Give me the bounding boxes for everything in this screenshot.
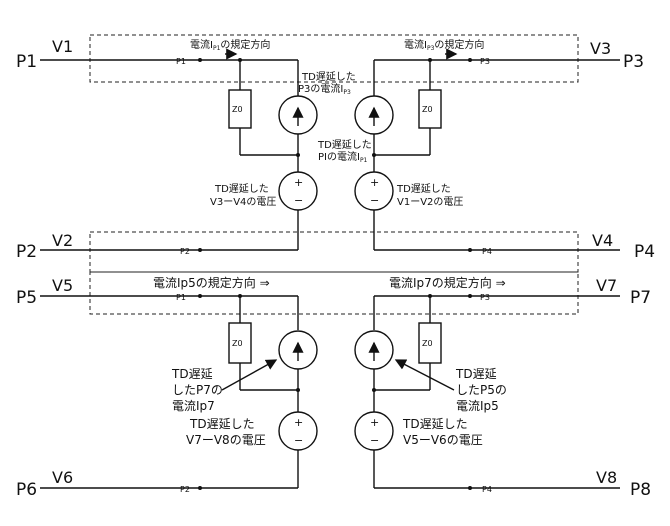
pointer-arrow-icon: [221, 359, 278, 391]
port-label-p4: P4: [634, 242, 655, 262]
current-source-note-right-line1: TD遅延: [455, 367, 497, 381]
small-label-p4: P4: [482, 485, 492, 494]
plus-symbol: +: [370, 416, 379, 429]
direction-label-ip7: 電流Ip7の規定方向 ⇒: [389, 275, 506, 290]
node-label-v1: V1: [52, 37, 73, 56]
plus-symbol: +: [370, 176, 379, 189]
port-label-p6: P6: [16, 480, 37, 500]
current-source-note-left-line2: P3の電流IP3: [298, 82, 351, 96]
node-label-v7: V7: [596, 276, 617, 295]
direction-label-ip3: 電流IP3の規定方向: [404, 38, 484, 52]
voltage-source-note-right-line2: V5ーV6の電圧: [403, 433, 483, 447]
top-dashed-box-lower: [89, 231, 579, 273]
voltage-source-note-right-line1: TD遅延した: [402, 417, 468, 431]
small-label-p1: P1: [176, 57, 186, 66]
z0-label: Z0: [232, 105, 243, 114]
small-label-p3: P3: [480, 293, 490, 302]
port-label-p2: P2: [16, 242, 37, 262]
current-source-note-right-line2: PIの電流IP1: [318, 150, 368, 164]
current-source-note-right-line1: TD遅延した: [317, 139, 372, 151]
node-label-v5: V5: [52, 276, 73, 295]
bottom-circuit: P5 V5 P7 V7 P6 V6 P8 V8 P1 P3 P2 P4 Z0 Z…: [16, 271, 651, 500]
current-source-note-right-line2: したP5の: [456, 383, 507, 397]
top-dashed-box-upper: [89, 34, 579, 83]
direction-label-ip1: 電流IP1の規定方向: [190, 38, 270, 52]
voltage-source-note-right-line2: V1ーV2の電圧: [397, 196, 463, 208]
voltage-source-note-left-line1: TD遅延した: [214, 183, 269, 195]
node-label-v3: V3: [590, 39, 611, 58]
minus-symbol: −: [294, 194, 303, 207]
minus-symbol: −: [370, 194, 379, 207]
small-label-p2: P2: [180, 485, 190, 494]
voltage-source-note-right-line1: TD遅延した: [396, 183, 451, 195]
pointer-arrow-icon: [394, 359, 455, 391]
port-label-p7: P7: [630, 288, 651, 308]
port-label-p8: P8: [630, 480, 651, 500]
node-label-v6: V6: [52, 468, 73, 487]
small-label-p3: P3: [480, 57, 490, 66]
node-label-v8: V8: [596, 468, 617, 487]
current-source-note-right-line3: 電流Ip5: [456, 399, 499, 413]
minus-symbol: −: [294, 434, 303, 447]
z0-label: Z0: [232, 339, 243, 348]
current-source-note-left-line1: TD遅延した: [301, 71, 356, 83]
minus-symbol: −: [370, 434, 379, 447]
node-label-v2: V2: [52, 231, 73, 250]
bottom-dashed-box: [89, 271, 579, 315]
plus-symbol: +: [294, 176, 303, 189]
top-circuit: P1 V1 P3 V3 P2 V2 P4 V4 P1 P3 P2 P4 Z0 Z…: [16, 34, 655, 273]
voltage-source-note-left-line2: V3ーV4の電圧: [210, 196, 276, 208]
port-label-p1: P1: [16, 52, 37, 72]
voltage-source-note-left-line1: TD遅延した: [189, 417, 255, 431]
z0-label: Z0: [422, 339, 433, 348]
port-label-p5: P5: [16, 288, 37, 308]
small-label-p1: P1: [176, 293, 186, 302]
plus-symbol: +: [294, 416, 303, 429]
small-label-p2: P2: [180, 247, 190, 256]
z0-label: Z0: [422, 105, 433, 114]
current-source-note-left-line3: 電流Ip7: [172, 399, 215, 413]
current-source-note-left-line2: したP7の: [172, 383, 223, 397]
small-label-p4: P4: [482, 247, 492, 256]
node-label-v4: V4: [592, 231, 613, 250]
direction-label-ip5: 電流Ip5の規定方向 ⇒: [153, 275, 270, 290]
port-label-p3: P3: [623, 52, 644, 72]
current-source-note-left-line1: TD遅延: [171, 367, 213, 381]
voltage-source-note-left-line2: V7ーV8の電圧: [186, 433, 266, 447]
